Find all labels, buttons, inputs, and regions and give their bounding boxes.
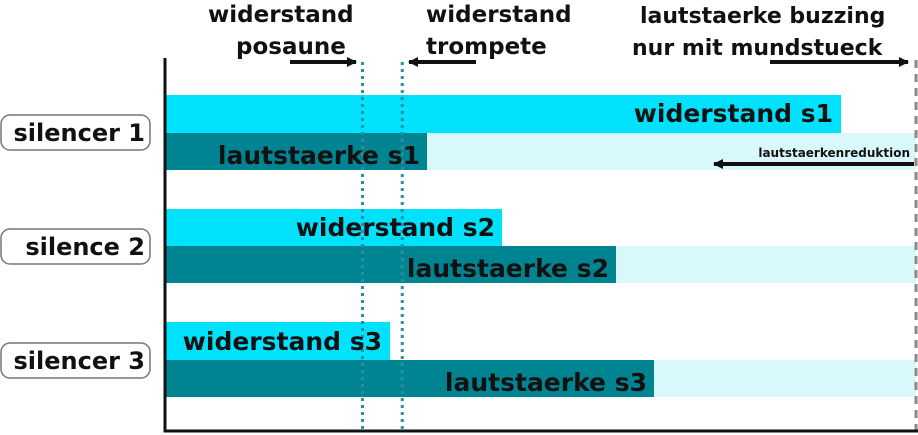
row-1-label: silencer 1 [14, 119, 146, 147]
row-1-lautstaerke-bar [166, 133, 427, 170]
posaune-annotation-line2: posaune [236, 34, 346, 60]
row-2-widerstand-label: widerstand s2 [296, 213, 495, 242]
row-2-widerstand-bar [166, 209, 502, 247]
row-1-widerstand-label: widerstand s1 [634, 99, 833, 128]
row-2-label: silence 2 [25, 233, 145, 261]
buzzing-annotation-line1: lautstaerke buzzing [640, 4, 885, 29]
row-3-lautstaerke-bar [166, 360, 654, 397]
row-2-lautstaerke-label: lautstaerke s2 [407, 254, 609, 283]
row-2-lautstaerke-bar [166, 246, 616, 283]
trompete-annotation-line2: trompete [426, 34, 547, 60]
reduction-annotation: lautstaerkenreduktion [758, 146, 910, 160]
posaune-annotation-line1: widerstand [208, 2, 354, 28]
row-1-label-box [0, 114, 151, 151]
row-3-lautstaerke-label: lautstaerke s3 [445, 368, 647, 397]
row-3-widerstand-bar [166, 322, 390, 360]
trompete-annotation-line1: widerstand [426, 2, 572, 28]
row-1-widerstand-bar [166, 95, 841, 133]
buzzing-annotation-line2: nur mit mundstueck [632, 36, 884, 61]
row-3-label-box [0, 342, 151, 379]
row-3-widerstand-label: widerstand s3 [183, 327, 382, 356]
row-3-label: silencer 3 [14, 347, 146, 375]
row-1-lautstaerke-label: lautstaerke s1 [218, 141, 420, 170]
row-2-label-box [0, 228, 151, 265]
